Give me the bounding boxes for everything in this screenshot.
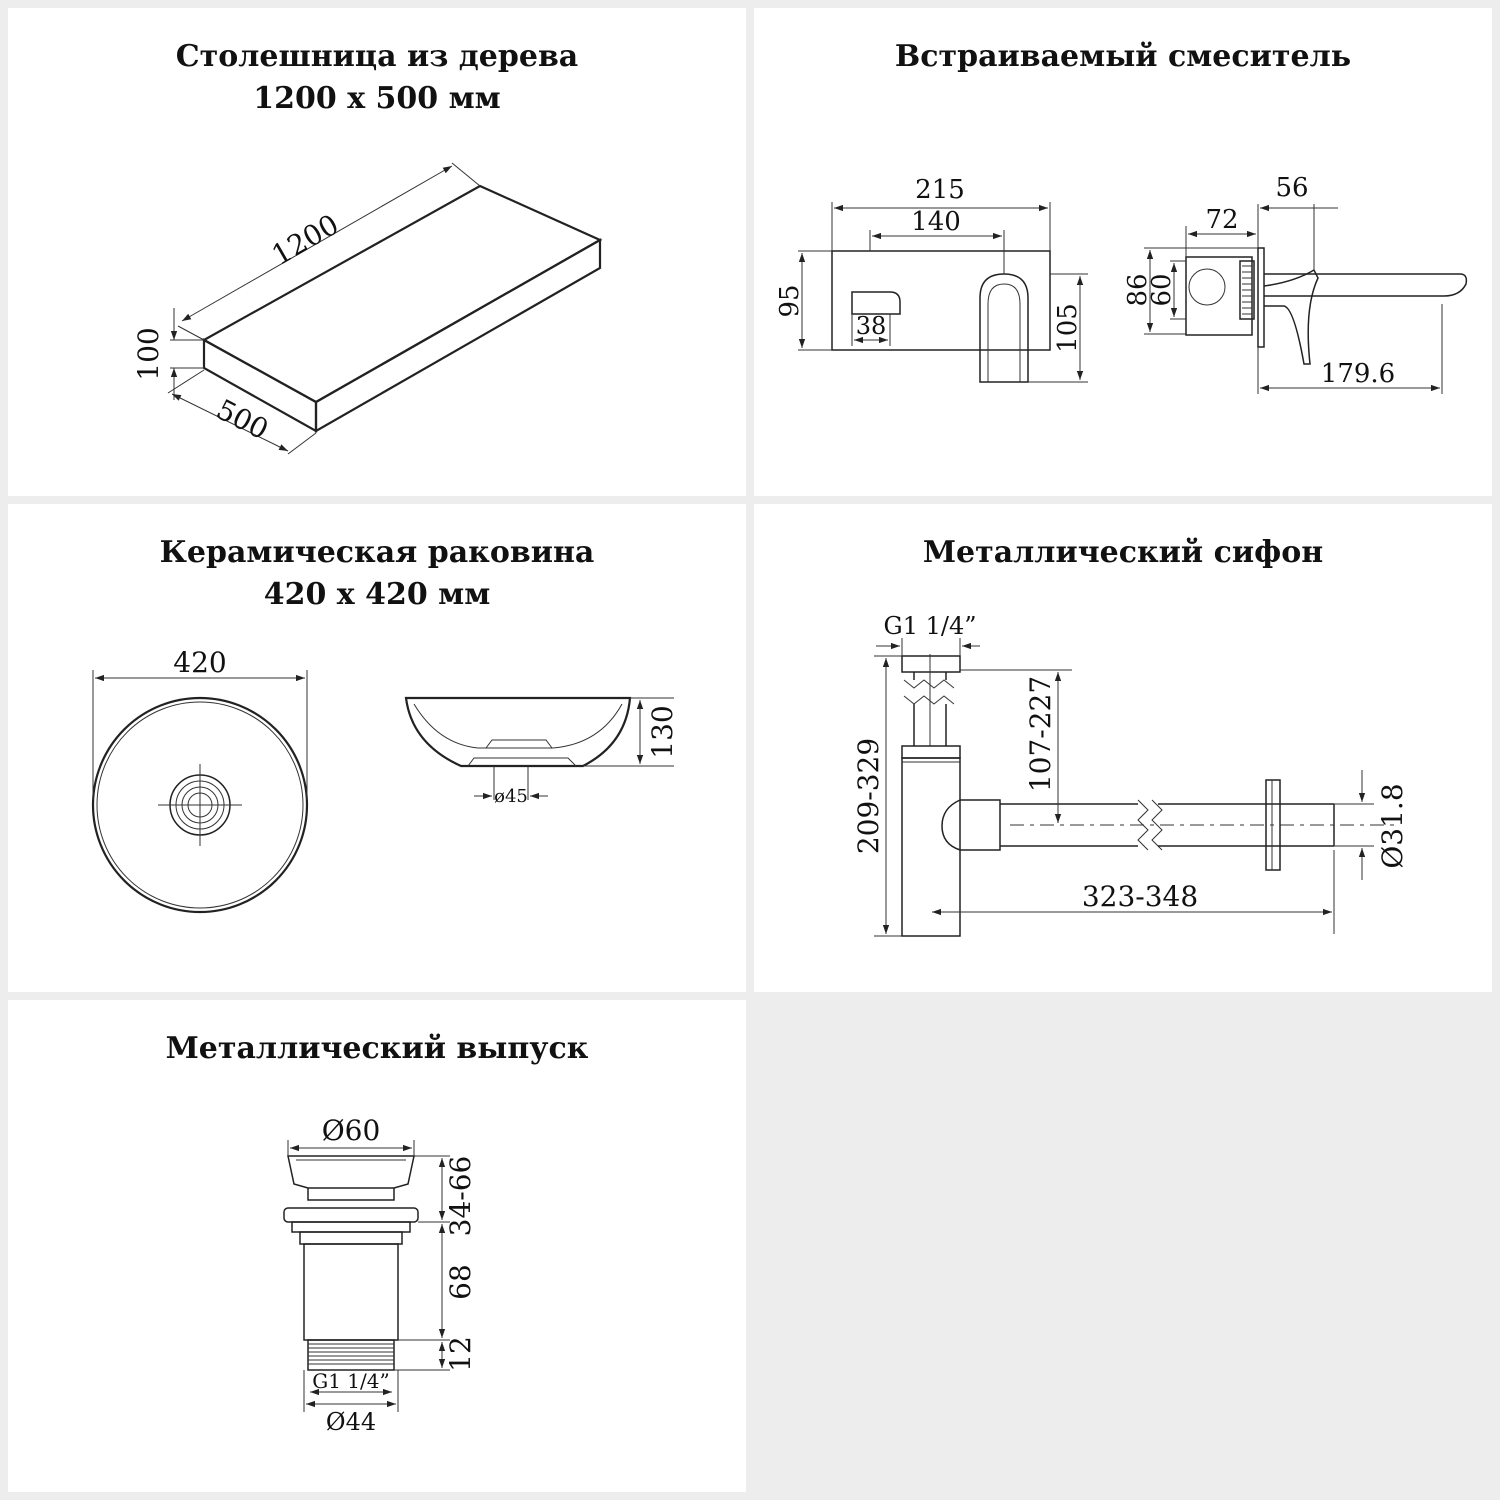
dim-1200-line	[181, 165, 453, 322]
mixer-title-line: Встраиваемый смеситель	[894, 39, 1352, 74]
dim-215-label: 215	[915, 175, 965, 205]
dim-95-label: 95	[775, 284, 805, 317]
dim-209-label: 209-329	[852, 738, 885, 854]
drain-panel: Металлический выпуск Ø60 34-66	[8, 1000, 746, 1492]
dim-45-label: ø45	[494, 786, 528, 807]
mixer-panel: Встраиваемый смеситель 215 140 95	[754, 8, 1492, 496]
slab-top	[201, 184, 603, 404]
mixer-wall-plate-side	[1257, 247, 1265, 348]
dim-68-label: 68	[444, 1264, 477, 1300]
dim-60-label: 60	[1147, 273, 1177, 306]
siphon-top-nut	[901, 655, 961, 673]
drain-drawing: Ø60 34-66 68 12 G1 1/4” Ø44	[283, 1114, 477, 1436]
mixer-lever-side	[1263, 268, 1319, 365]
mixer-spout-side	[1264, 273, 1468, 297]
dim-12-label: 12	[444, 1336, 477, 1372]
slab-side	[314, 238, 602, 433]
dim-34-label: 34-66	[444, 1156, 477, 1237]
siphon-title: Металлический сифон	[754, 532, 1492, 574]
dim-g-label: G1 1/4”	[884, 612, 977, 640]
dim-107-label: 107-227	[1024, 676, 1057, 792]
drain-cap	[287, 1155, 415, 1189]
dim-44-label: Ø44	[326, 1408, 376, 1436]
dim-179-label: 179.6	[1321, 359, 1395, 389]
countertop-title-line2: 1200 x 500 мм	[253, 81, 501, 116]
sink-bowl-top-view	[91, 696, 309, 914]
sink-title-line1: Керамическая раковина	[159, 535, 595, 570]
mixer-title: Встраиваемый смеситель	[754, 36, 1492, 78]
drain-body	[303, 1243, 399, 1341]
dim-323-label: 323-348	[1082, 880, 1198, 913]
siphon-wall-flange	[1265, 779, 1281, 871]
drain-title: Металлический выпуск	[8, 1028, 746, 1070]
empty-area	[754, 1000, 1492, 1492]
siphon-panel: Металлический сифон	[754, 504, 1492, 992]
countertop-title: Столешница из дерева 1200 x 500 мм	[8, 36, 746, 120]
siphon-elbow	[941, 799, 1001, 851]
countertop-drawing: 1200 100 500	[132, 162, 603, 455]
drain-plug	[307, 1188, 395, 1201]
dim-60-label: Ø60	[322, 1114, 381, 1147]
mixer-spout-front	[979, 273, 1029, 383]
mixer-cartridge	[1188, 268, 1226, 306]
drain-flange	[283, 1207, 419, 1223]
mixer-wall-plate	[831, 250, 1051, 351]
dim-38-label: 38	[856, 312, 887, 340]
countertop-title-line1: Столешница из дерева	[175, 39, 579, 74]
dim-105-label: 105	[1053, 303, 1083, 353]
dim-500-line	[171, 393, 289, 452]
siphon-drawing: G1 1/4” 209-329 107-227 Ø31.8 323-348	[852, 612, 1409, 937]
dim-318-label: Ø31.8	[1376, 783, 1409, 868]
dim-140-label: 140	[911, 207, 961, 237]
countertop-panel: Столешница из дерева 1200 x 500 мм 1200 …	[8, 8, 746, 496]
mixer-lever	[851, 291, 901, 315]
sink-title-line2: 420 x 420 мм	[263, 577, 491, 612]
dim-56-label: 56	[1275, 173, 1308, 203]
dim-130-label: 130	[646, 705, 679, 758]
dim-86-label: 86	[1123, 273, 1153, 306]
dim-420-label: 420	[173, 646, 226, 679]
mixer-thread	[1239, 260, 1255, 320]
sink-bowl-side-view	[404, 696, 632, 768]
dim-72-label: 72	[1205, 205, 1238, 235]
sink-drawing: 420 130 ø45	[91, 646, 679, 914]
dim-100-label: 100	[132, 327, 165, 380]
dim-1200-label: 1200	[266, 208, 344, 272]
sink-title: Керамическая раковина 420 x 420 мм	[8, 532, 746, 616]
siphon-title-line: Металлический сифон	[922, 535, 1324, 570]
drain-title-line: Металлический выпуск	[165, 1031, 589, 1066]
dim-g-label: G1 1/4”	[312, 1369, 389, 1393]
sink-panel: Керамическая раковина 420 x 420 мм 420	[8, 504, 746, 992]
siphon-body	[901, 745, 961, 759]
mixer-drawing: 215 140 95 38 105 56	[775, 173, 1468, 394]
drain-thread	[307, 1339, 395, 1371]
